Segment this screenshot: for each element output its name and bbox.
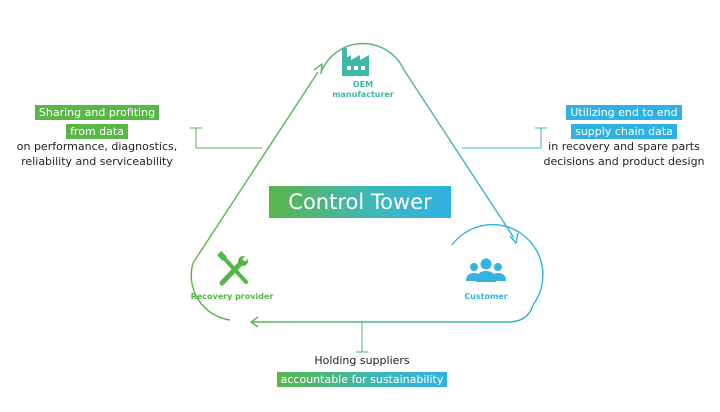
right-callout-connector (462, 128, 542, 149)
control-tower-title: Control Tower (269, 186, 451, 218)
edge-oem-to-customer (403, 69, 515, 239)
left-callout-text-2: reliability and serviceability (21, 155, 173, 168)
arrow-to-recovery (250, 316, 259, 328)
oem-node-label: OEM manufacturer (323, 80, 403, 100)
edge-customer-to-recovery (252, 304, 534, 323)
oem-node-outline (321, 42, 405, 71)
bottom-callout-text-1: Holding suppliers (314, 354, 410, 367)
right-callout: Utilizing end to end supply chain data i… (532, 101, 716, 169)
right-callout-text-1: in recovery and spare parts (548, 140, 700, 153)
left-callout: Sharing and profiting from data on perfo… (6, 101, 188, 169)
arrow-to-customer (509, 232, 519, 244)
factory-icon (342, 48, 369, 76)
customer-node-label: Customer (464, 292, 508, 301)
arrow-to-oem (313, 63, 323, 75)
right-callout-highlight-2: supply chain data (571, 124, 677, 139)
left-callout-highlight-1: Sharing and profiting (34, 105, 160, 120)
recovery-node-outline (190, 262, 231, 321)
right-callout-highlight-1: Utilizing end to end (566, 105, 682, 120)
tools-icon (217, 251, 248, 286)
oem-label-line2: manufacturer (332, 90, 394, 99)
users-icon (466, 258, 506, 282)
right-callout-text-2: decisions and product design (543, 155, 705, 168)
left-callout-text-1: on performance, diagnostics, (16, 140, 178, 153)
bottom-callout-highlight-1: accountable for sustainability (276, 372, 448, 387)
recovery-node-label: Recovery provider (190, 292, 274, 301)
edge-recovery-to-oem (192, 71, 319, 264)
left-callout-connector (195, 128, 262, 149)
bottom-callout: Holding suppliers accountable for sustai… (262, 353, 462, 387)
left-callout-highlight-2: from data (66, 124, 128, 139)
oem-label-line1: OEM (352, 80, 374, 89)
customer-node-outline (451, 223, 544, 306)
